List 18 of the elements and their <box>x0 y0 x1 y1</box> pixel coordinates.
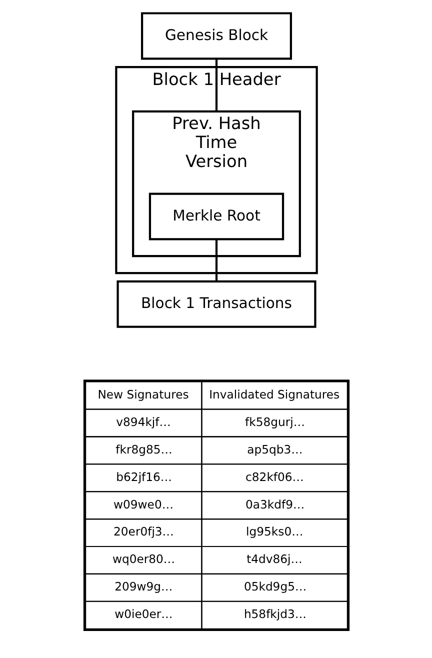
label: 0a3kdf9… <box>245 496 304 511</box>
label: w09we0… <box>113 496 173 511</box>
label: fk58gurj… <box>244 414 304 428</box>
label: 05kd9g5… <box>243 579 306 594</box>
label: lg95ks0… <box>246 524 303 538</box>
label: h58fkjd3… <box>243 606 306 621</box>
label: b62jf16… <box>116 469 172 484</box>
label: 209w9g… <box>114 579 172 594</box>
label: ap5qb3… <box>246 442 302 456</box>
label: Invalidated Signatures <box>208 386 340 401</box>
label: v894kjf… <box>116 414 170 428</box>
label: New Signatures <box>97 386 188 401</box>
label: 20er0fj3… <box>113 524 174 538</box>
label: w0ie0er… <box>114 606 172 621</box>
label: t4dv86j… <box>246 552 302 566</box>
label: fkr8g85… <box>115 442 172 456</box>
label: c82kf06… <box>245 469 304 484</box>
label: wq0er80… <box>112 552 175 566</box>
